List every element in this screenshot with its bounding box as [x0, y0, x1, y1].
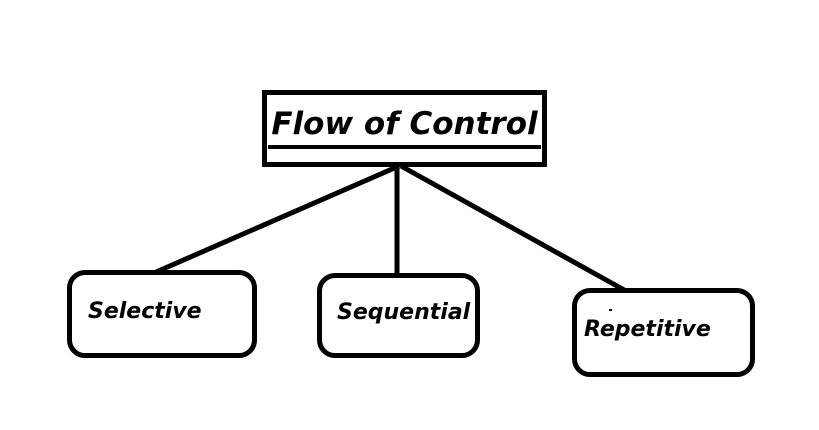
node-selective: Selective: [67, 270, 257, 358]
connector-root-to-repetitive: [399, 163, 628, 294]
node-repetitive-label: Repetitive: [584, 317, 711, 342]
node-repetitive: Repetitive: [572, 288, 755, 377]
node-flow-of-control: Flow of Control: [262, 90, 547, 167]
node-sequential: Sequential: [317, 273, 480, 358]
connector-root-to-selective: [155, 163, 400, 275]
speck-artifact: [609, 309, 612, 311]
node-sequential-label: Sequential: [337, 300, 471, 325]
node-selective-label: Selective: [88, 298, 202, 324]
node-flow-of-control-label: Flow of Control: [268, 108, 541, 149]
